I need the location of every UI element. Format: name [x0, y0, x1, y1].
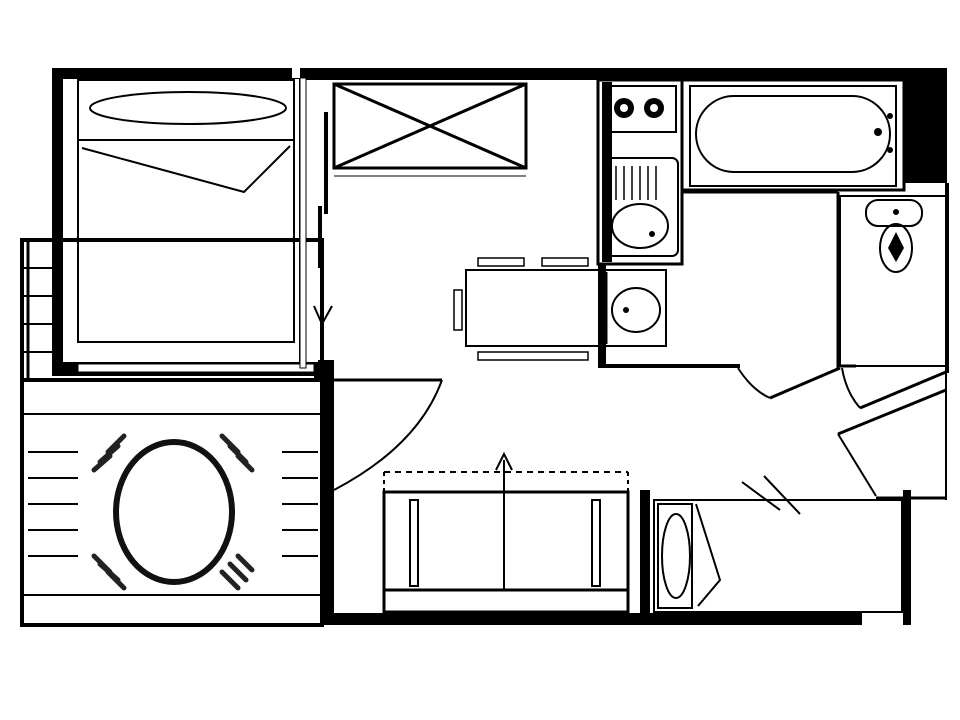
- deck-planks-right: [282, 451, 318, 557]
- kitchenette: [596, 78, 684, 266]
- chair-top-left: [91, 433, 127, 473]
- wall-bottom-bed: [640, 490, 650, 625]
- deck-planks-left: [28, 451, 78, 557]
- wall-bottom: [322, 613, 862, 625]
- chair-bottom-right: [219, 553, 255, 591]
- wardrobe-icon: [332, 82, 528, 177]
- terrace-door: [332, 378, 443, 491]
- single-bed-blanket: [695, 503, 722, 607]
- stove-icon: [605, 85, 677, 133]
- single-bed-pillow: [661, 513, 691, 599]
- wall-right-lower: [903, 490, 911, 625]
- wall-top-left: [52, 68, 292, 78]
- single-bed-icon: [653, 475, 903, 613]
- bedroom: [61, 77, 333, 382]
- terrace-steps: [22, 267, 52, 353]
- wall-top-middle: [300, 68, 525, 80]
- round-table-icon: [91, 433, 255, 591]
- chair-bottom-left: [91, 553, 127, 591]
- washbasin-icon: [603, 269, 667, 347]
- kitchen-sink-icon: [605, 157, 679, 257]
- pillow: [89, 91, 287, 125]
- double-bed-icon: [77, 79, 295, 343]
- terrace: [20, 238, 324, 627]
- living-room: [322, 257, 903, 624]
- chair-top-right: [219, 433, 255, 473]
- dining-table-icon: [453, 257, 601, 361]
- outer-walls: [52, 68, 949, 625]
- blanket-fold: [81, 145, 291, 194]
- toilet-icon: [865, 199, 923, 273]
- door-arrow-icon: [313, 270, 333, 327]
- bathroom-door: [737, 366, 841, 400]
- sofa-bed-icon: [382, 451, 630, 614]
- bathroom: [598, 78, 906, 400]
- pull-out-arrow-icon: [495, 451, 513, 471]
- bathtub-icon: [689, 85, 897, 187]
- wall-left-bedroom: [52, 68, 62, 376]
- entrance-door: [837, 372, 947, 500]
- wall-right-upper: [903, 68, 947, 183]
- terrace-outline: [20, 238, 324, 627]
- wc-door: [840, 364, 947, 410]
- wc: [839, 195, 947, 410]
- wall-top-right: [525, 68, 945, 80]
